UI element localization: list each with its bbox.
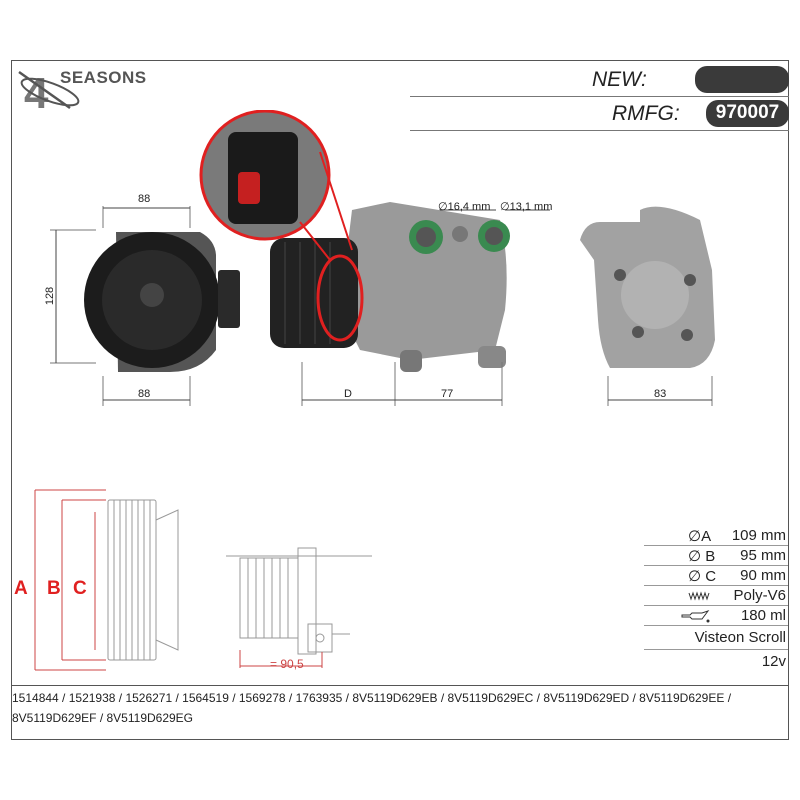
dim-front-width-bottom: 88 <box>138 388 151 400</box>
spec-value-oil: 180 ml <box>740 607 786 624</box>
front-view <box>50 206 240 406</box>
poly-belt-icon <box>688 591 710 601</box>
oil-can-icon <box>681 610 710 623</box>
pulley-side-outline <box>226 547 372 655</box>
header-rule-2 <box>410 130 789 131</box>
spec-row-diameter-c: ∅ C 90 mm <box>644 566 788 586</box>
side-view <box>270 202 550 406</box>
dim-side-d: D <box>344 388 352 400</box>
dim-front-height: 128 <box>44 286 57 306</box>
new-value-pill <box>695 66 789 93</box>
dim-port-1: ∅16,4 mm <box>438 201 491 213</box>
pulley-offset-line <box>239 650 323 668</box>
connector-zoom-callout <box>199 110 364 342</box>
part-numbers: 1514844 / 1521938 / 1526271 / 1564519 / … <box>12 688 788 728</box>
dim-rear-width: 83 <box>654 388 667 400</box>
rmfg-label: RMFG: <box>612 102 680 125</box>
spec-symbol-b: ∅ B <box>688 548 716 565</box>
dim-pulley-offset: = 90,5 <box>270 657 304 671</box>
rear-view <box>580 206 715 406</box>
brand-name: SEASONS <box>60 68 147 87</box>
rmfg-value-pill: 970007 <box>706 100 789 127</box>
spec-value-type: Visteon Scroll <box>694 629 786 646</box>
dim-port-2: ∅13,1 mm <box>500 201 553 213</box>
pulley-letter-b: B <box>47 578 61 599</box>
part-numbers-rule <box>11 685 789 686</box>
new-label: NEW: <box>592 68 647 91</box>
pulley-letter-c: C <box>73 578 87 599</box>
spec-value-a: 109 mm <box>731 527 786 544</box>
spec-value-c: 90 mm <box>740 567 786 584</box>
spec-row-voltage: 12v <box>644 650 788 673</box>
spec-value-voltage: 12v <box>761 653 786 670</box>
part-numbers-line-1: 1514844 / 1521938 / 1526271 / 1564519 / … <box>12 691 732 705</box>
spec-symbol-a: ∅A <box>688 528 712 545</box>
compressor-views <box>50 110 715 406</box>
spec-row-diameter-b: ∅ B 95 mm <box>644 546 788 566</box>
pulley-schematic <box>34 489 372 671</box>
pulley-letter-a: A <box>14 578 28 599</box>
pulley-dimension-lines <box>34 489 106 671</box>
spec-symbol-c: ∅ C <box>688 568 717 585</box>
header-rule <box>410 96 789 97</box>
part-numbers-line-2: 8V5119D629EF / 8V5119D629EG <box>12 711 194 725</box>
spec-value-b: 95 mm <box>740 547 786 564</box>
spec-row-belt: Poly-V6 <box>644 586 788 606</box>
spec-table: ∅A 109 mm ∅ B 95 mm ∅ C 90 mm Poly-V6 18… <box>644 526 788 673</box>
dim-front-width-top: 88 <box>138 193 151 205</box>
spec-row-diameter-a: ∅A 109 mm <box>644 526 788 546</box>
spec-row-oil: 180 ml <box>644 606 788 626</box>
pulley-outline <box>107 499 179 661</box>
four-seasons-logo: 4 <box>18 69 80 114</box>
spec-row-type: Visteon Scroll <box>644 626 788 650</box>
dim-side-length: 77 <box>441 388 454 400</box>
spec-value-belt: Poly-V6 <box>733 587 786 604</box>
